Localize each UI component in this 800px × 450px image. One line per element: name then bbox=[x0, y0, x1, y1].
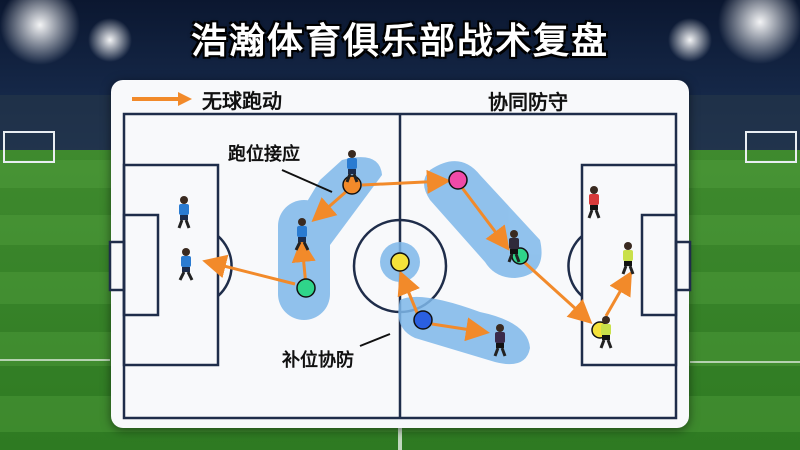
player-dark-1 bbox=[507, 230, 521, 263]
run-arrow-9 bbox=[431, 317, 490, 342]
player-red bbox=[587, 186, 601, 219]
annotation-support-run: 跑位接应 bbox=[228, 144, 300, 165]
run-arrow-7 bbox=[604, 270, 632, 317]
legend-defense-label: 协同防守 bbox=[488, 90, 568, 114]
run-arrow-6 bbox=[522, 260, 593, 325]
player-lime-2 bbox=[599, 316, 613, 349]
right-goal bbox=[674, 240, 692, 292]
run-arrow-5 bbox=[458, 184, 510, 251]
left-goal-area bbox=[122, 213, 160, 317]
player-blue-2 bbox=[294, 218, 310, 251]
pink-marker bbox=[448, 170, 468, 190]
green-marker-left bbox=[296, 278, 316, 298]
run-arrow-4 bbox=[202, 254, 296, 286]
run-arrow-1 bbox=[361, 169, 451, 194]
legend-run: 无球跑动 bbox=[130, 86, 282, 113]
player-dark-2 bbox=[493, 324, 507, 357]
player-blue-4 bbox=[178, 248, 194, 281]
annotation-cover-defense: 补位协防 bbox=[282, 350, 354, 371]
right-goal-area bbox=[640, 213, 678, 317]
player-blue-3 bbox=[177, 196, 191, 229]
player-lime-1 bbox=[621, 242, 635, 275]
support-pointer bbox=[281, 169, 333, 193]
legend-run-label: 无球跑动 bbox=[202, 88, 282, 113]
player-blue-1 bbox=[345, 150, 359, 183]
left-goal bbox=[108, 240, 126, 292]
yellow-marker-center bbox=[390, 252, 410, 272]
left-penalty-arc bbox=[217, 235, 233, 297]
legend-arrow-icon bbox=[132, 92, 192, 106]
blue-marker bbox=[413, 310, 433, 330]
orange-marker bbox=[342, 175, 362, 195]
run-arrow-2 bbox=[311, 188, 349, 222]
left-penalty-area bbox=[122, 163, 220, 367]
page-title: 浩瀚体育俱乐部战术复盘 bbox=[190, 21, 609, 62]
cover-pointer bbox=[359, 333, 391, 347]
defense-zone-blue bbox=[398, 296, 530, 365]
right-penalty-arc bbox=[567, 235, 583, 297]
